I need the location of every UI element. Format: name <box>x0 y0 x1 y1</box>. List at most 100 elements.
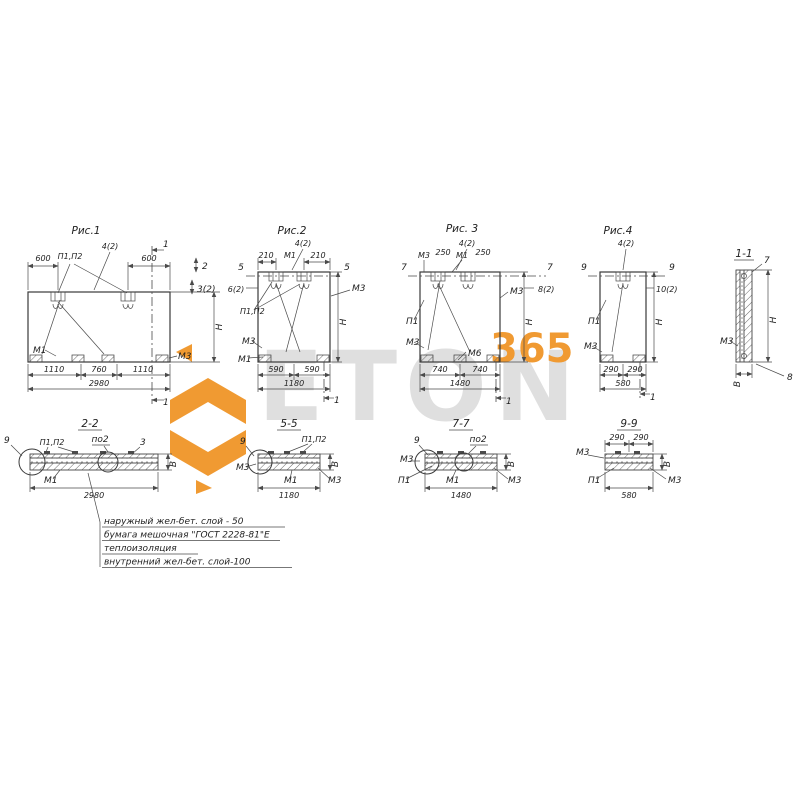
fig2-dim-total: 1180 <box>284 379 304 388</box>
fig4-dim-total: 580 <box>615 379 630 388</box>
fig1-cut3-label: 3(2) <box>197 285 215 295</box>
sec77-title: 7-7 <box>452 418 469 430</box>
sec22-label-p1p2: П1,П2 <box>40 438 65 447</box>
fig4-dim-290-left: 290 <box>603 365 618 374</box>
sec77-label-m1: М1 <box>446 476 460 486</box>
fig2-cut6-label: 6(2) <box>228 285 244 294</box>
fig4-cut10-label: 10(2) <box>656 285 678 294</box>
fig2-height-label: Н <box>339 318 349 325</box>
fig3-cut7-right: 7 <box>547 263 553 273</box>
fig4-cut1-label: 1 <box>650 393 656 403</box>
section-9-9: 9-9 290 290 М3 П1 М3 580 В <box>576 418 682 500</box>
watermark: ETON 365 <box>170 326 575 494</box>
sec77-label-m3-left: М3 <box>400 455 414 465</box>
fig1-label-m3: М3 <box>178 352 192 362</box>
fig1-dim-600-right: 600 <box>141 254 156 263</box>
sec99-dim-total: 580 <box>621 491 636 500</box>
fig1-cut1-bottom: 1 <box>163 398 169 408</box>
fig3-cut1-label: 1 <box>506 397 512 407</box>
fig3-label-m6: М6 <box>468 349 482 359</box>
sec55-width-label: В <box>331 461 341 467</box>
fig3-height-label: Н <box>525 318 535 325</box>
sec99-label-p1: П1 <box>588 476 601 486</box>
section-7-7: 7-7 9 по2 М3 П1 М1 М3 1480 В <box>398 418 522 500</box>
fig2-label-m3-left: М3 <box>242 337 256 347</box>
fig2-label-4-2: 4(2) <box>295 239 311 248</box>
fig1-label-p1p2: П1,П2 <box>58 252 83 261</box>
fig2-dim-590-left: 590 <box>268 365 283 374</box>
sec22-title: 2-2 <box>81 418 98 430</box>
fig3-label-m3-left: М3 <box>406 338 420 348</box>
fig1-dim-760: 760 <box>91 365 106 374</box>
fig2-cut5-left: 5 <box>238 263 244 273</box>
sec99-label-m3-left: М3 <box>576 448 590 458</box>
sec22-label-po2: по2 <box>91 435 108 445</box>
sec55-label-p1p2: П1,П2 <box>302 435 327 444</box>
sec22-dim-total: 2980 <box>84 491 104 500</box>
note-outer-layer: наружный жел-бет. слой - 50 <box>104 517 244 527</box>
fig4-label-4-2: 4(2) <box>618 239 634 248</box>
sec11-height-label: Н <box>769 316 779 323</box>
sec77-label-po2: по2 <box>469 435 486 445</box>
fig1-label-4-2: 4(2) <box>102 242 118 251</box>
fig3-label-m3-top: М3 <box>418 251 430 260</box>
fig3-cut8-label: 8(2) <box>538 285 554 294</box>
fig3-dim-250-left: 250 <box>435 248 450 257</box>
fig3-dim-total: 1480 <box>450 379 470 388</box>
sec22-label-m1: М1 <box>44 476 58 486</box>
sec11-label-7: 7 <box>764 256 770 266</box>
sec11-label-m3: М3 <box>720 337 734 347</box>
fig1-title: Рис.1 <box>72 225 101 237</box>
fig4-label-p1: П1 <box>588 317 601 327</box>
fig4-cut9-left: 9 <box>581 263 587 273</box>
fig1-cut2-label: 2 <box>202 262 208 272</box>
fig4-dim-290-right: 290 <box>627 365 642 374</box>
fig2-label-p1p2: П1,П2 <box>240 307 265 316</box>
watermark-number-text: 365 <box>490 326 574 372</box>
sec55-label-m1: М1 <box>284 476 298 486</box>
fig2-cut5-right: 5 <box>344 263 350 273</box>
fig2-title: Рис.2 <box>278 225 307 237</box>
section-1-1: 1-1 7 Н М3 В 8 <box>720 248 793 387</box>
fig2-dim-590-right: 590 <box>304 365 319 374</box>
fig3-dim-250-right: 250 <box>475 248 490 257</box>
layer-notes: наружный жел-бет. слой - 50 бумага мешоч… <box>87 472 292 568</box>
watermark-logo-icon <box>170 344 246 494</box>
fig3-label-m3-right: М3 <box>510 287 524 297</box>
sec77-dim-total: 1480 <box>451 491 471 500</box>
fig1-dim-1110-right: 1110 <box>133 365 153 374</box>
fig1-panel-outline <box>27 291 171 363</box>
sec77-label-p1: П1 <box>398 476 411 486</box>
sec55-dim-total: 1180 <box>279 491 299 500</box>
sec99-dim-290-right: 290 <box>633 433 648 442</box>
fig4-height-label: Н <box>655 318 665 325</box>
fig2-dim-210-left: 210 <box>258 251 273 260</box>
fig3-label-p1: П1 <box>406 317 419 327</box>
fig3-label-4-2: 4(2) <box>459 239 475 248</box>
sec55-label-m3-right: М3 <box>328 476 342 486</box>
sec11-label-8: 8 <box>787 373 793 383</box>
sec55-label-m3-left: М3 <box>236 463 250 473</box>
note-paper-layer: бумага мешочная "ГОСТ 2228-81"Е <box>104 531 270 541</box>
section-5-5: 5-5 9 П1,П2 М3 М1 М3 1180 В <box>236 418 342 500</box>
fig2-panel-outline <box>257 271 331 363</box>
fig3-dim-740-right: 740 <box>472 365 487 374</box>
figure-4: Рис.4 4(2) 9 9 10(2) П1 М3 Н 290 290 580… <box>581 225 677 403</box>
fig2-dim-210-right: 210 <box>310 251 325 260</box>
sec77-width-label: В <box>507 461 517 467</box>
figure-2: Рис.2 4(2) 210 М1 210 5 5 6(2) М3 П1,П2 … <box>228 225 366 406</box>
sec55-label-9: 9 <box>240 437 246 447</box>
fig1-dim-1110-left: 1110 <box>44 365 64 374</box>
fig1-label-m1: М1 <box>33 346 47 356</box>
fig3-cut7-left: 7 <box>401 263 407 273</box>
figure-3: Рис. 3 М3 250 М1 250 4(2) 7 7 8(2) М3 П1… <box>401 223 554 407</box>
fig2-cut1-label: 1 <box>334 396 340 406</box>
fig4-label-m3: М3 <box>584 342 598 352</box>
sec22-width-label: В <box>169 461 179 467</box>
fig3-dim-740-left: 740 <box>432 365 447 374</box>
section-2-2: 2-2 9 П1,П2 по2 3 М1 2980 В <box>4 418 179 500</box>
fig3-label-m1-top: М1 <box>456 251 468 260</box>
sec55-title: 5-5 <box>280 418 297 430</box>
fig1-cut1-top: 1 <box>163 240 169 250</box>
fig4-cut9-right: 9 <box>669 263 675 273</box>
